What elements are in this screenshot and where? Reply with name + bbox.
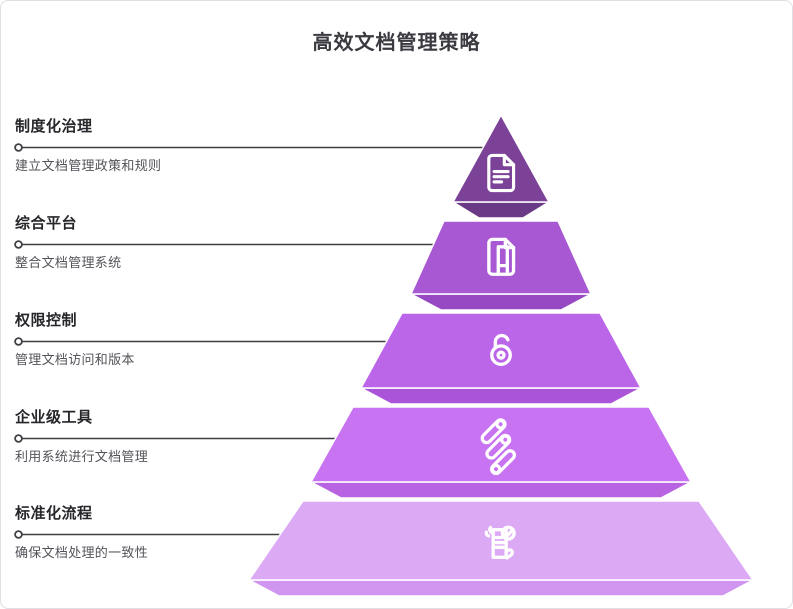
level-1-face: [452, 114, 550, 203]
connector-dot-3: [14, 337, 23, 346]
level-label-group-2: 综合平台 整合文档管理系统: [15, 214, 355, 271]
level-5-face: [248, 500, 754, 581]
page-title: 高效文档管理策略: [312, 32, 481, 54]
pyramid-level-4: [310, 406, 692, 499]
level-3-bevel: [360, 387, 642, 405]
level-3-title: 权限控制: [15, 312, 78, 329]
level-2-desc: 整合文档管理系统: [15, 255, 122, 270]
connector-lines: [14, 143, 494, 539]
level-1-desc: 建立文档管理政策和规则: [15, 158, 162, 173]
pyramid-level-1: [452, 114, 550, 219]
level-1-bevel: [452, 201, 550, 219]
connector-dot-1: [14, 143, 23, 152]
level-1-title: 制度化治理: [15, 118, 93, 135]
level-label-group-3: 权限控制 管理文档访问和版本: [15, 311, 355, 368]
connector-dot-4: [14, 434, 23, 443]
pyramid-level-3: [360, 312, 642, 405]
pyramid-level-2: [410, 220, 592, 311]
level-5-desc: 确保文档处理的一致性: [15, 545, 149, 560]
connector-dot-2: [14, 240, 23, 249]
level-4-desc: 利用系统进行文档管理: [15, 449, 149, 464]
level-2-title: 综合平台: [15, 215, 78, 232]
level-2-bevel: [410, 293, 592, 311]
document-check-icon: [484, 525, 516, 560]
level-label-group-1: 制度化治理 建立文档管理政策和规则: [15, 117, 355, 174]
sliders-diagonal-icon: [480, 418, 516, 476]
level-label-group-4: 企业级工具 利用系统进行文档管理: [15, 408, 355, 465]
connector-dot-5: [14, 530, 23, 539]
level-4-title: 企业级工具: [15, 409, 93, 426]
level-2-face: [410, 220, 592, 295]
level-5-bevel: [248, 579, 754, 597]
level-4-bevel: [310, 481, 692, 499]
copy-pages-icon: [487, 237, 516, 276]
level-5-title: 标准化流程: [15, 505, 93, 522]
level-4-face: [310, 406, 692, 483]
level-3-face: [360, 312, 642, 389]
lock-open-icon: [490, 333, 512, 366]
level-label-group-5: 标准化流程 确保文档处理的一致性: [15, 504, 355, 561]
file-text-icon: [487, 153, 516, 193]
pyramid-level-5: [248, 500, 754, 597]
level-3-desc: 管理文档访问和版本: [15, 352, 135, 367]
